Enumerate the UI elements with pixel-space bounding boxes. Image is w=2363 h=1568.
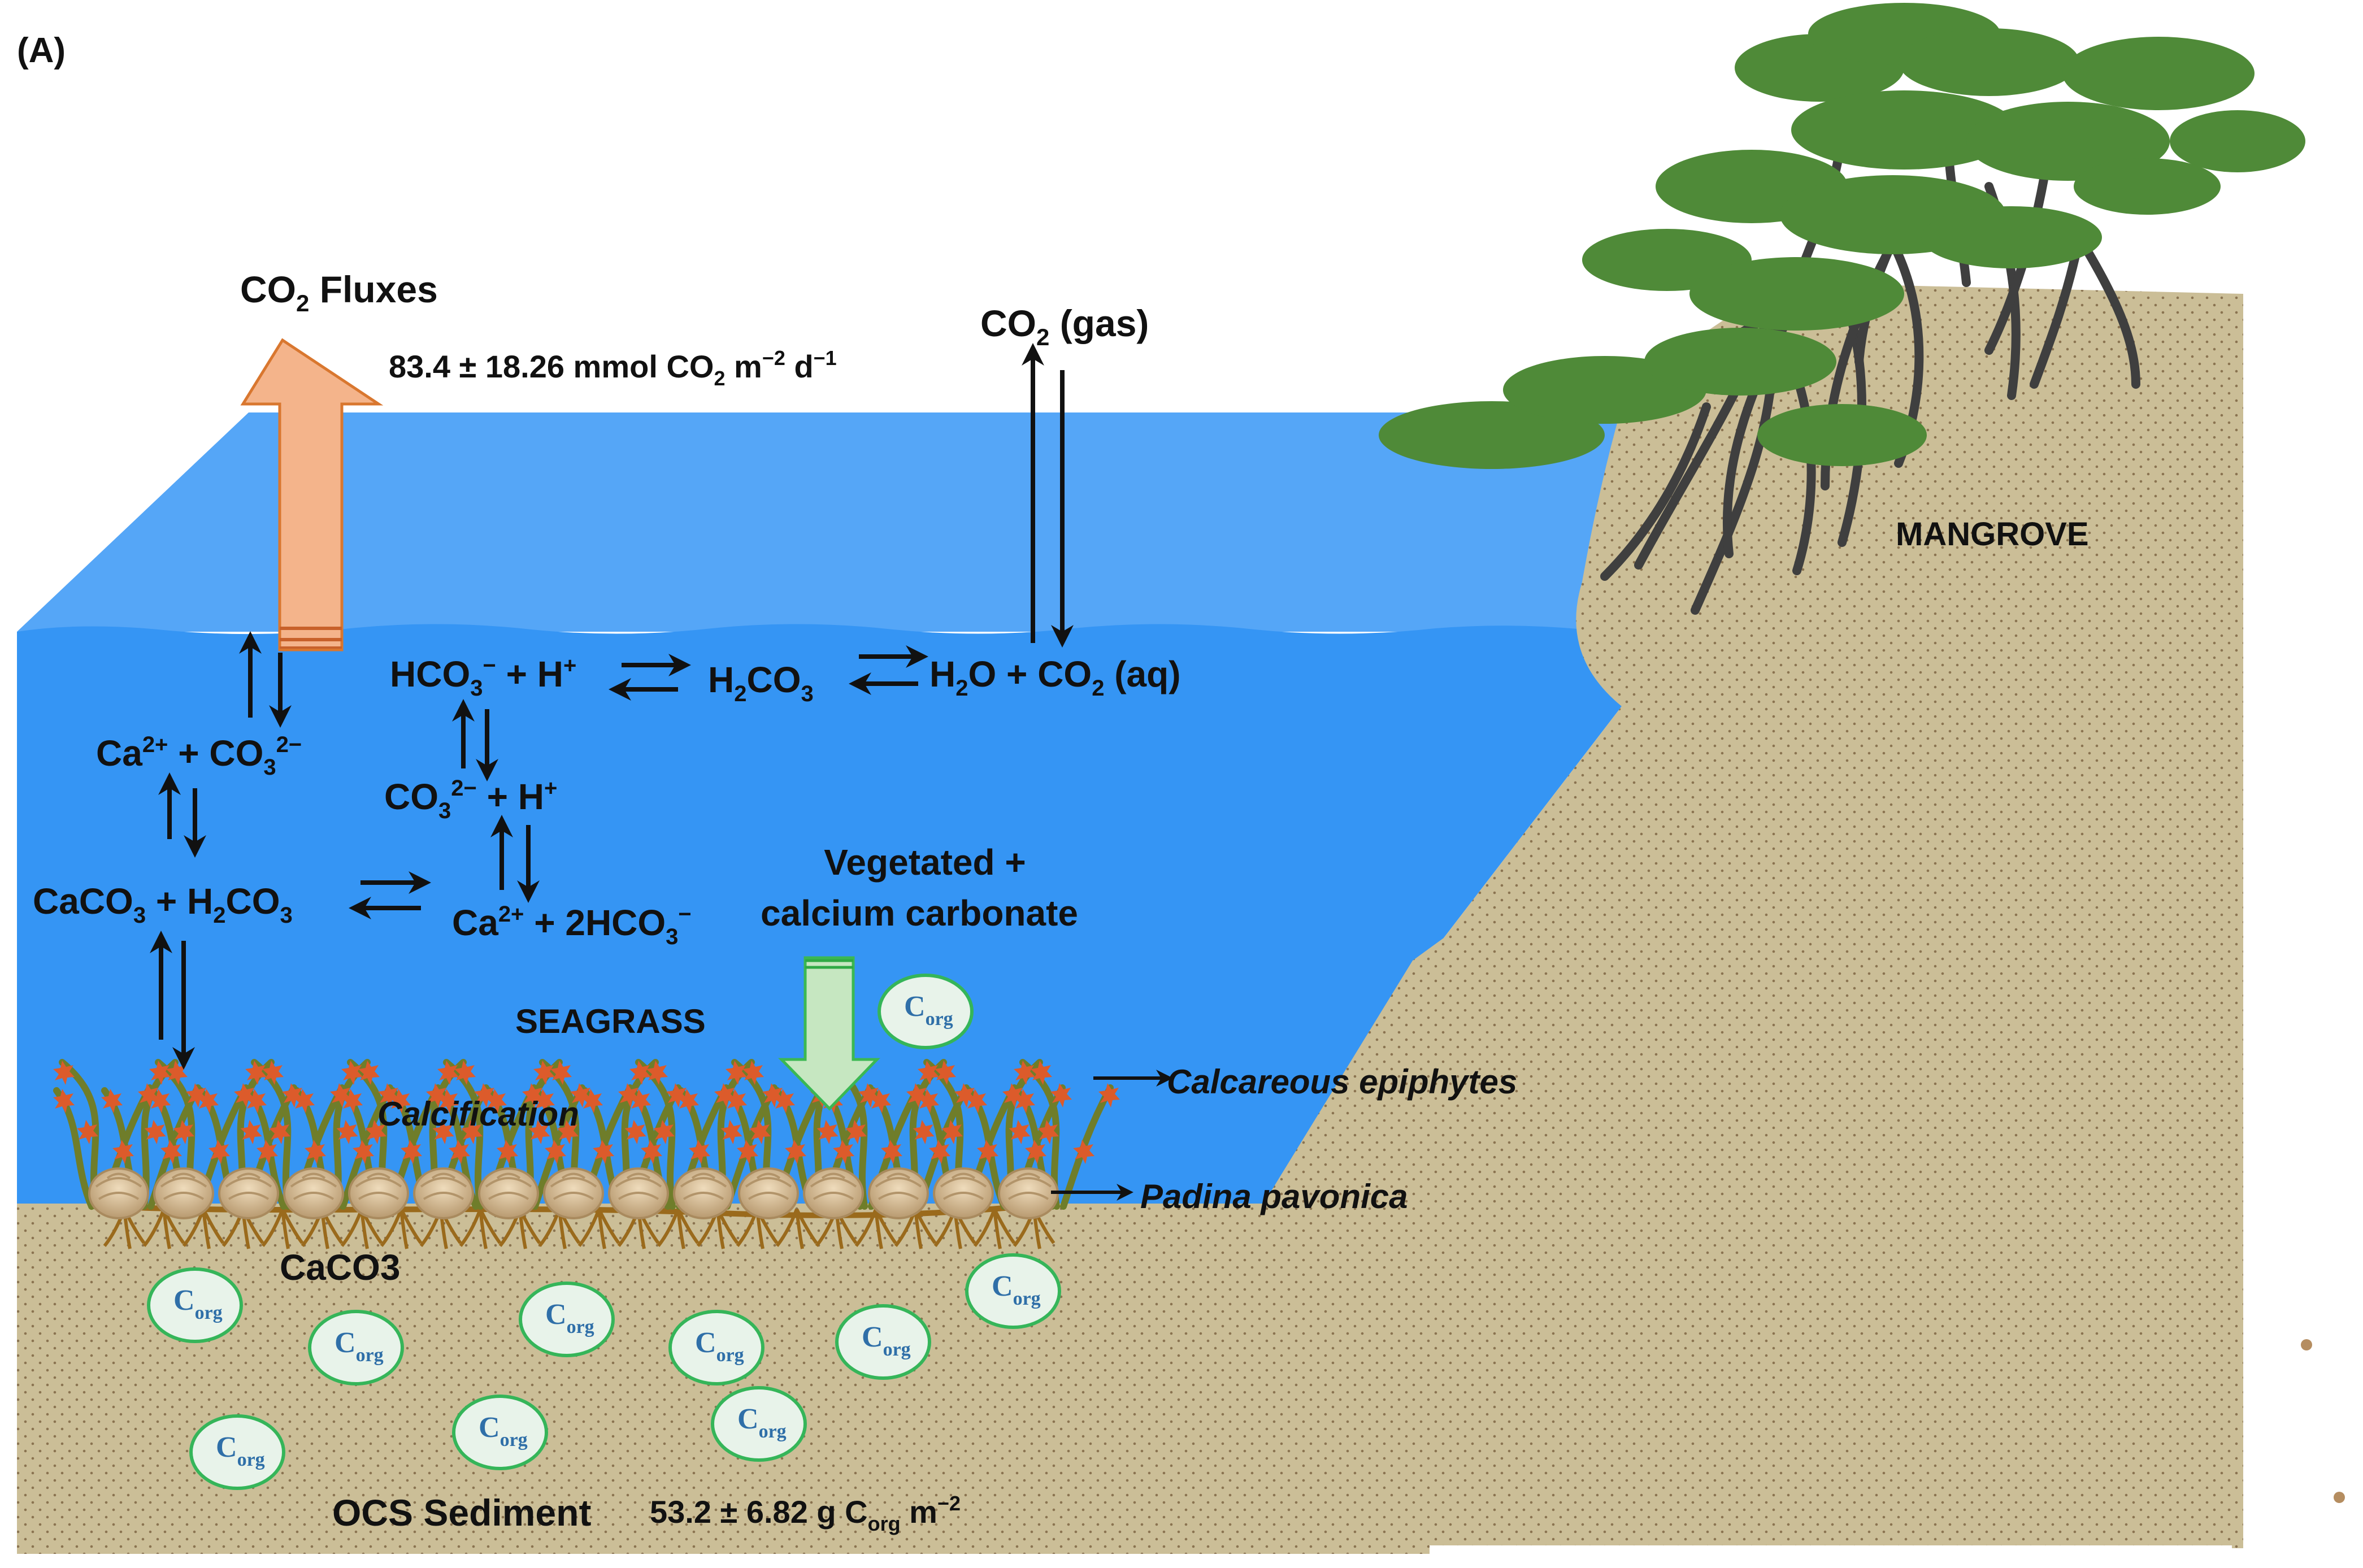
corg-label: Corg <box>904 991 953 1030</box>
water-column <box>17 624 1622 1209</box>
caco3-h2co3-label: CaCO3 + H2CO3 <box>33 881 293 928</box>
corg-bubble: Corg <box>519 1282 615 1357</box>
water-co2-aq-label: H2O + CO2 (aq) <box>929 654 1181 701</box>
corg-label: Corg <box>216 1431 265 1470</box>
carbonic-acid-label: H2CO3 <box>708 659 814 706</box>
corg-label: Corg <box>479 1411 528 1450</box>
corg-bubble: Corg <box>308 1310 404 1385</box>
corg-bubble: Corg <box>711 1386 807 1462</box>
stray-sediment-grain <box>2301 1339 2312 1350</box>
equilibrium-arrows <box>150 343 1173 1201</box>
corg-label: Corg <box>695 1327 744 1366</box>
co2-flux-value: 83.4 ± 18.26 mmol CO2 m−2 d−1 <box>389 346 837 390</box>
bicarbonate-hydrogen-label: HCO3− + H+ <box>390 653 576 701</box>
carbon-stock-value: 53.2 ± 6.82 g Corg m−2 <box>650 1492 961 1535</box>
corg-bubble: Corg <box>668 1310 764 1385</box>
corg-bubble: Corg <box>189 1414 285 1490</box>
vegetated-label: Vegetated + <box>824 842 1026 883</box>
corg-bubble: Corg <box>452 1395 548 1470</box>
carbon-burial-arrow <box>778 956 880 1111</box>
corg-label: Corg <box>335 1327 384 1366</box>
corg-label: Corg <box>992 1270 1041 1309</box>
seagrass-meadow <box>53 1059 1120 1249</box>
text-labels: (A) CO2 Fluxes 83.4 ± 18.26 mmol CO2 m−2… <box>17 31 2089 1535</box>
water-surface-plane <box>17 412 1692 632</box>
mangrove-label: MANGROVE <box>1896 516 2089 553</box>
co2-fluxes-label: CO2 Fluxes <box>240 268 438 316</box>
stray-sediment-grain <box>2334 1492 2345 1503</box>
co2-flux-arrow <box>240 338 384 651</box>
padina-pavonica-label: Padina pavonica <box>1140 1178 1408 1215</box>
ocs-sediment-label: OCS Sediment <box>332 1492 591 1534</box>
seagrass-label: SEAGRASS <box>515 1002 706 1040</box>
mangrove-trees <box>1379 3 2305 615</box>
calcification-label: Calcification <box>377 1095 579 1133</box>
corg-bubble: Corg <box>878 974 974 1049</box>
calcareous-epiphytes <box>53 1061 1120 1164</box>
water-body <box>17 412 1692 1209</box>
calcium-carbonate-label: calcium carbonate <box>761 893 1078 933</box>
corg-bubble: Corg <box>835 1304 931 1380</box>
corg-label: Corg <box>737 1403 787 1442</box>
corg-label: Corg <box>545 1298 594 1337</box>
padina-pavonica-thalli <box>88 1167 1059 1219</box>
calcareous-epiphytes-label: Calcareous epiphytes <box>1167 1063 1517 1101</box>
carbonate-hydrogen-label: CO32− + H+ <box>384 776 557 823</box>
calcium-bicarbonate-label: Ca2+ + 2HCO3− <box>452 902 692 949</box>
corg-label: Corg <box>862 1321 911 1360</box>
calcium-carbonate-ions-label: Ca2+ + CO32− <box>96 732 302 780</box>
panel-label: (A) <box>17 31 66 70</box>
mangrove-bank <box>1260 283 2243 1545</box>
mangrove-canopy <box>1379 3 2305 469</box>
co2-gas-label: CO2 (gas) <box>980 302 1149 350</box>
stray-sediment-edge <box>2232 938 2243 1548</box>
sediment-caco3-label: CaCO3 <box>280 1247 400 1288</box>
corg-bubble: Corg <box>147 1267 243 1343</box>
corg-label: Corg <box>173 1284 223 1323</box>
corg-bubble: Corg <box>965 1253 1061 1329</box>
